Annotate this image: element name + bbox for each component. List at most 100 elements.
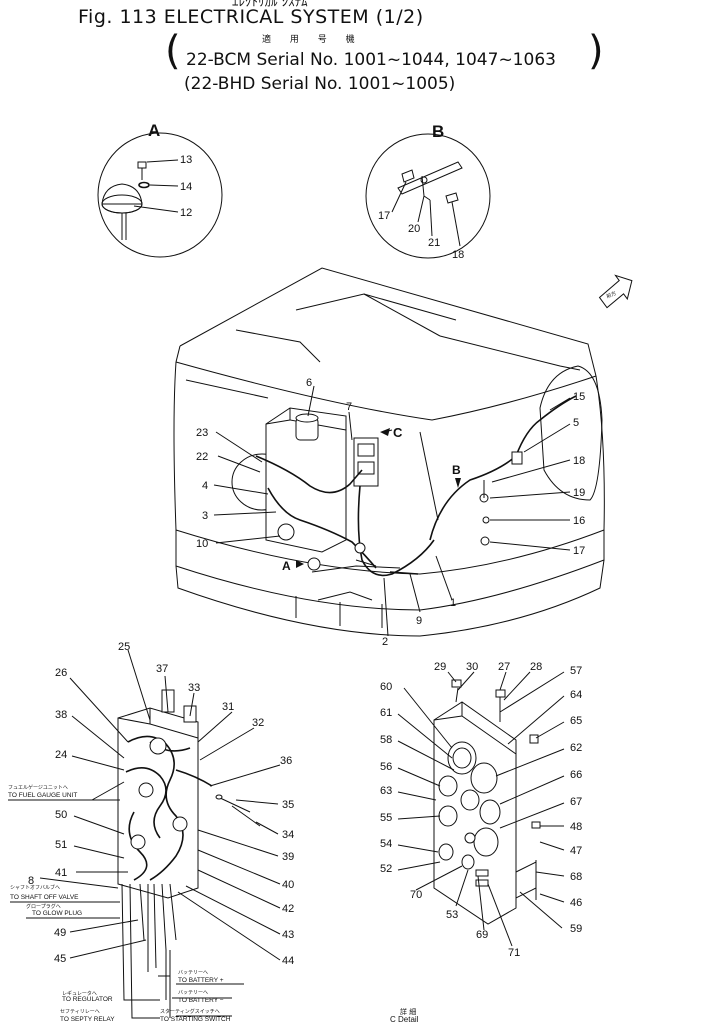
wire-destination-labels: フュエルゲージユニットへ TO FUEL GAUGE UNIT シャフトオフバル… <box>8 781 244 1023</box>
callout-47: 47 <box>570 845 582 857</box>
callout-59: 59 <box>570 923 582 935</box>
callout-14: 14 <box>180 181 192 193</box>
callout-50: 50 <box>55 809 67 821</box>
main-body-illustration: B A C <box>173 267 605 637</box>
callout-22: 22 <box>196 451 208 463</box>
shaft-off-label: TO SHAFT OFF VALVE <box>10 894 79 901</box>
starting-label: TO STARTING SWITCH <box>160 1016 231 1023</box>
callout-61: 61 <box>380 707 392 719</box>
callout-37: 37 <box>156 663 168 675</box>
callout-7: 7 <box>346 401 352 413</box>
callout-33: 33 <box>188 682 200 694</box>
callout-28: 28 <box>530 661 542 673</box>
glow-plug-label: TO GLOW PLUG <box>32 910 82 917</box>
callout-44: 44 <box>282 955 294 967</box>
regulator-label: TO REGULATOR <box>62 996 113 1003</box>
callout-20: 20 <box>408 223 420 235</box>
callout-38: 38 <box>55 709 67 721</box>
callout-13: 13 <box>180 154 192 166</box>
callout-52: 52 <box>380 863 392 875</box>
paren-left: ( <box>165 28 181 74</box>
instrument-panel-detail <box>397 671 565 947</box>
callout-45: 45 <box>54 953 66 965</box>
callout-31: 31 <box>222 701 234 713</box>
callout-41: 41 <box>55 867 67 879</box>
callout-27: 27 <box>498 661 510 673</box>
callout-35: 35 <box>282 799 294 811</box>
callout-67: 67 <box>570 796 582 808</box>
callout-55: 55 <box>380 812 392 824</box>
detail-c-caption-jp: 詳 細 <box>400 1007 416 1016</box>
callout-71: 71 <box>508 947 520 959</box>
callout-24: 24 <box>55 749 67 761</box>
callout-32: 32 <box>252 717 264 729</box>
top-strip-text: ｴﾚｸﾄﾘｶﾙ ｼｽﾃﾑ <box>232 0 308 10</box>
wiring-detail-left <box>39 649 281 1019</box>
callout-54: 54 <box>380 838 392 850</box>
wiring-detail-left-callouts: 25 26 37 33 31 32 36 38 24 35 34 50 39 5… <box>28 641 294 967</box>
callout-63: 63 <box>380 785 392 797</box>
fuel-gauge-label: TO FUEL GAUGE UNIT <box>8 792 77 799</box>
detail-b: B 17 20 21 18 <box>365 122 491 261</box>
main-body-callouts: 6 7 23 22 4 3 10 15 5 18 19 16 17 1 9 2 <box>196 377 585 648</box>
callout-56: 56 <box>380 761 392 773</box>
figure-header: ｴﾚｸﾄﾘｶﾙ ｼｽﾃﾑ Fig. 113 ELECTRICAL SYSTEM … <box>0 0 719 100</box>
serial-line-1: 22-BCM Serial No. 1001~1044, 1047~1063 <box>186 50 556 70</box>
front-direction-arrow: 前方 <box>598 274 633 309</box>
callout-39: 39 <box>282 851 294 863</box>
callout-25: 25 <box>118 641 130 653</box>
callout-2: 2 <box>382 636 388 648</box>
detail-a-marker: A <box>282 559 291 573</box>
starting-label-jp: スターティングスイッチへ <box>160 1008 220 1015</box>
callout-21: 21 <box>428 237 440 249</box>
callout-16: 16 <box>573 515 585 527</box>
detail-a: A 13 14 12 <box>97 121 223 258</box>
callout-17b: 17 <box>378 210 390 222</box>
battery-plus-label: TO BATTERY + <box>178 977 224 984</box>
callout-18b: 18 <box>452 249 464 261</box>
callout-62: 62 <box>570 742 582 754</box>
detail-b-letter: B <box>432 122 444 141</box>
callout-19: 19 <box>573 487 585 499</box>
callout-57: 57 <box>570 665 582 677</box>
callout-23: 23 <box>196 427 208 439</box>
serial-line-2: (22-BHD Serial No. 1001~1005) <box>184 74 456 94</box>
detail-a-letter: A <box>148 121 160 140</box>
battery-plus-label-jp: バッテリーへ <box>178 970 208 976</box>
callout-1: 1 <box>450 597 456 609</box>
callout-60: 60 <box>380 681 392 693</box>
callout-46: 46 <box>570 897 582 909</box>
callout-65: 65 <box>570 715 582 727</box>
callout-64: 64 <box>570 689 582 701</box>
callout-48: 48 <box>570 821 582 833</box>
callout-51: 51 <box>55 839 67 851</box>
fuel-gauge-label-jp: フュエルゲージユニットへ <box>8 784 68 791</box>
callout-4: 4 <box>202 480 208 492</box>
direction-label: 前方 <box>605 290 617 300</box>
battery-minus-label-jp: バッテリーへ <box>178 990 208 996</box>
callout-12: 12 <box>180 207 192 219</box>
callout-9: 9 <box>416 615 422 627</box>
applicable-label: 適 用 号 機 <box>262 35 363 45</box>
shaft-off-label-jp: シャフトオフバルブへ <box>10 884 60 891</box>
callout-29: 29 <box>434 661 446 673</box>
callout-70: 70 <box>410 889 422 901</box>
callout-49: 49 <box>54 927 66 939</box>
callout-40: 40 <box>282 879 294 891</box>
callout-30: 30 <box>466 661 478 673</box>
callout-34: 34 <box>282 829 294 841</box>
callout-5: 5 <box>573 417 579 429</box>
paren-right: ) <box>588 28 604 74</box>
callout-6: 6 <box>306 377 312 389</box>
callout-8: 8 <box>28 875 34 887</box>
detail-c-marker: C <box>393 425 403 440</box>
callout-15: 15 <box>573 391 585 403</box>
callout-42: 42 <box>282 903 294 915</box>
callout-58: 58 <box>380 734 392 746</box>
callout-43: 43 <box>282 929 294 941</box>
callout-26: 26 <box>55 667 67 679</box>
detail-b-marker: B <box>452 463 461 477</box>
callout-69: 69 <box>476 929 488 941</box>
callout-17: 17 <box>573 545 585 557</box>
